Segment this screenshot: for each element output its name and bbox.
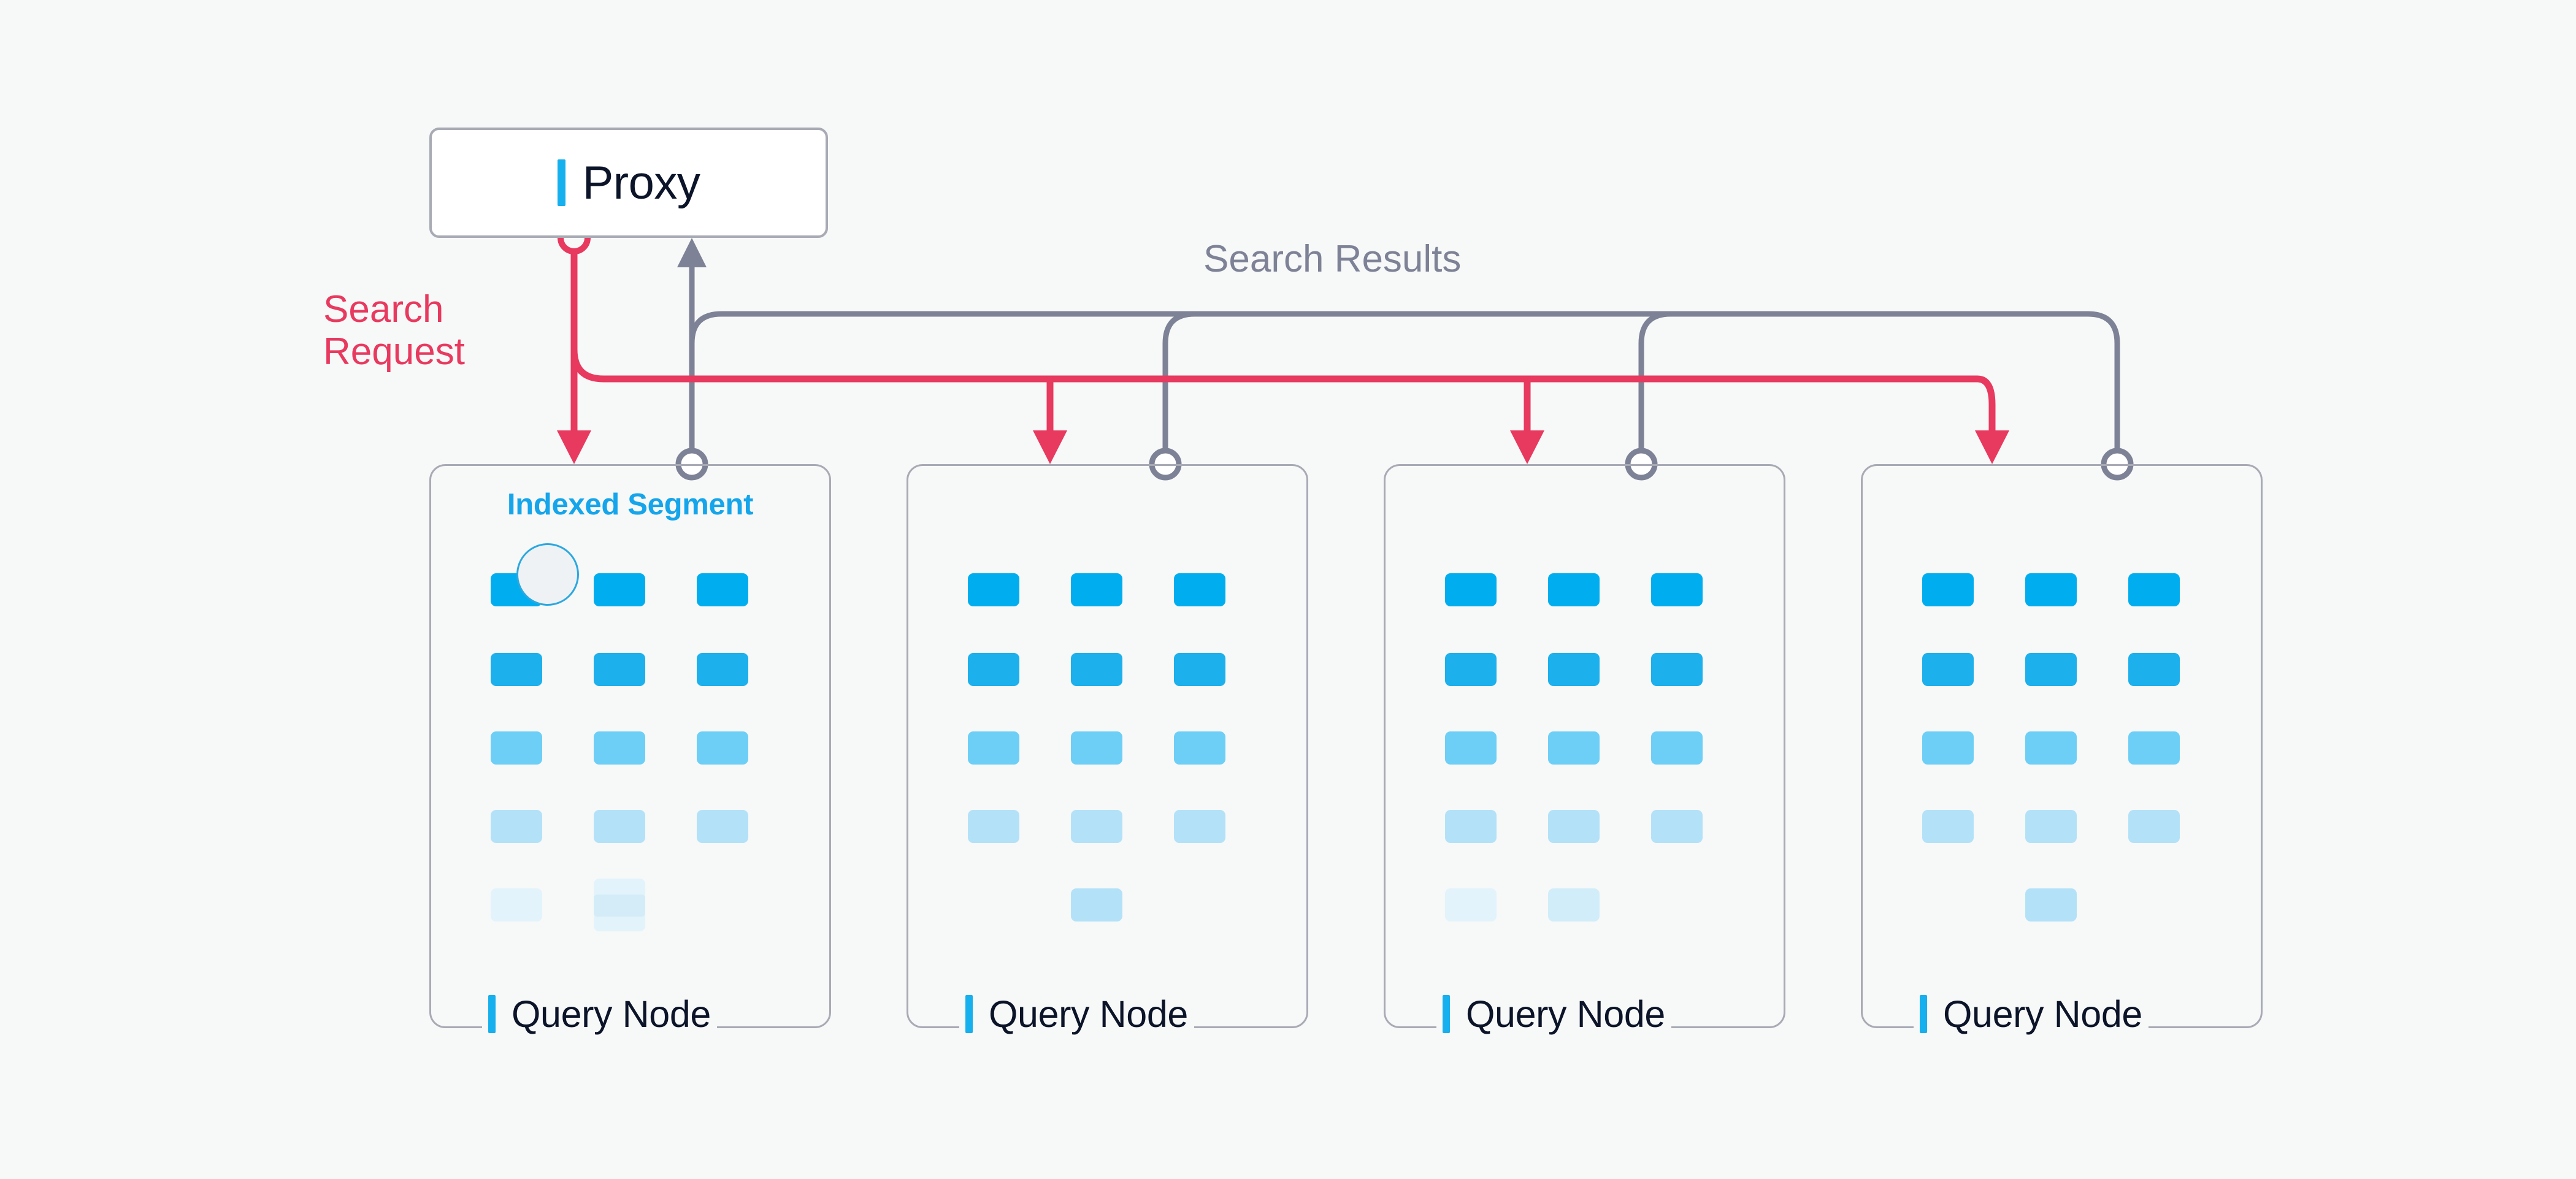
segment-cell (594, 653, 645, 686)
segment-cell (1922, 731, 1974, 765)
segment-cell (491, 653, 542, 686)
segment-cell-grid-1 (429, 552, 831, 944)
segment-cell (594, 731, 645, 765)
segment-cell (697, 573, 748, 606)
segment-cell (491, 731, 542, 765)
segment-cell (2025, 888, 2077, 921)
segment-cell (1651, 810, 1703, 843)
segment-cell (968, 653, 1019, 686)
segment-cell (1174, 653, 1225, 686)
search-results-label: Search Results (1203, 238, 1462, 280)
segment-cell (1548, 731, 1600, 765)
segment-cell (2025, 810, 2077, 843)
segment-cell (2128, 653, 2180, 686)
segment-cell (1071, 810, 1122, 843)
segment-cell (1071, 573, 1122, 606)
segment-cell (594, 573, 645, 606)
segment-cell (1548, 653, 1600, 686)
segment-cell (491, 810, 542, 843)
segment-cell (594, 879, 645, 931)
segment-cell (697, 653, 748, 686)
accent-bar-icon (557, 159, 565, 206)
segment-cell (1071, 888, 1122, 921)
segment-cell (968, 731, 1019, 765)
segment-cell (1445, 653, 1497, 686)
search-results-wire (689, 248, 2120, 467)
accent-bar-icon (1920, 995, 1927, 1033)
query-node-label-3: Query Node (1436, 991, 1671, 1037)
segment-cell (594, 810, 645, 843)
segment-cell (968, 573, 1019, 606)
proxy-title: Proxy (582, 156, 700, 209)
search-request-label: Search Request (323, 288, 465, 373)
segment-cell (1071, 653, 1122, 686)
segment-cell (2025, 731, 2077, 765)
segment-cell-band (594, 895, 645, 917)
segment-cell (697, 731, 748, 765)
accent-bar-icon (488, 995, 496, 1033)
query-node-label-text: Query Node (1943, 993, 2142, 1035)
segment-cell (1922, 653, 1974, 686)
highlighted-vector-ring (516, 543, 579, 606)
segment-cell (1445, 810, 1497, 843)
query-node-label-4: Query Node (1914, 991, 2149, 1037)
segment-cell (1548, 810, 1600, 843)
request-arrowheads (557, 430, 2009, 464)
results-arrowhead (677, 238, 707, 267)
query-node-label-2: Query Node (959, 991, 1194, 1037)
segment-cell (2025, 573, 2077, 606)
segment-cell (1651, 653, 1703, 686)
segment-cell (1651, 731, 1703, 765)
segment-cell-grid-3 (1384, 552, 1785, 944)
segment-cell (2128, 573, 2180, 606)
query-node-label-text: Query Node (989, 993, 1188, 1035)
segment-cell (1548, 888, 1600, 921)
segment-cell (2128, 731, 2180, 765)
segment-cell (1174, 573, 1225, 606)
segment-cell (1922, 810, 1974, 843)
segment-cell (1548, 573, 1600, 606)
segment-cell (697, 810, 748, 843)
query-node-label-1: Query Node (482, 991, 717, 1037)
query-node-label-text: Query Node (1466, 993, 1665, 1035)
segment-cell (1174, 731, 1225, 765)
segment-cell (1651, 573, 1703, 606)
proxy-card[interactable]: Proxy (429, 128, 828, 238)
query-node-label-text: Query Node (512, 993, 711, 1035)
accent-bar-icon (1443, 995, 1450, 1033)
segment-cell (1071, 731, 1122, 765)
segment-cell-grid-2 (907, 552, 1308, 944)
segment-cell (1922, 573, 1974, 606)
segment-cell (1174, 810, 1225, 843)
segment-cell (491, 888, 542, 921)
segment-cell (968, 810, 1019, 843)
segment-cell-grid-4 (1861, 552, 2263, 944)
accent-bar-icon (965, 995, 973, 1033)
segment-cell (1445, 573, 1497, 606)
segment-cell (1445, 731, 1497, 765)
indexed-segment-title: Indexed Segment (507, 488, 754, 521)
segment-cell (2025, 653, 2077, 686)
segment-cell (2128, 810, 2180, 843)
segment-cell (1445, 888, 1497, 921)
